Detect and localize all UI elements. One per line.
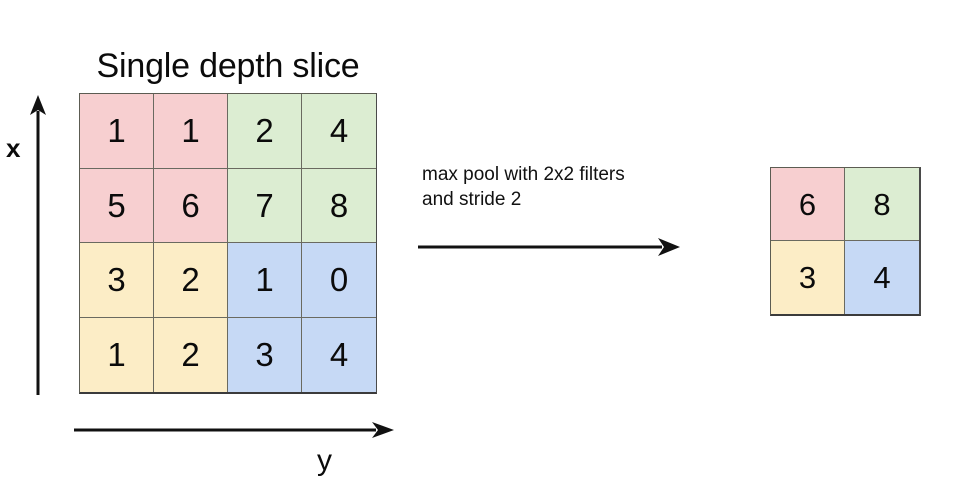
input-cell-value: 3 (255, 336, 274, 374)
input-cell: 2 (228, 94, 302, 169)
arrow-right-icon (418, 238, 680, 256)
axis-label-y: y (317, 444, 332, 477)
input-cell-value: 1 (255, 261, 274, 299)
input-cell-value: 6 (181, 186, 200, 224)
output-cell: 6 (771, 168, 845, 241)
input-cell-value: 1 (107, 336, 126, 374)
input-feature-map-grid: 1 1 2 4 5 6 7 8 3 2 1 0 1 2 3 4 (79, 93, 377, 394)
input-cell-value: 4 (329, 336, 349, 374)
input-cell-value: 1 (107, 112, 126, 150)
input-cell: 5 (80, 168, 154, 243)
input-cell: 1 (228, 243, 302, 318)
input-cell-value: 8 (329, 186, 349, 224)
output-cell-value: 4 (873, 260, 891, 295)
input-cell-value: 2 (255, 112, 274, 150)
input-cell: 8 (302, 168, 376, 243)
input-cell-value: 5 (107, 186, 126, 224)
arrow-up-icon (30, 95, 46, 395)
input-cell-value: 3 (107, 261, 126, 299)
input-cell: 3 (80, 243, 154, 318)
arrow-right-icon (74, 422, 394, 438)
input-cell: 2 (154, 243, 228, 318)
input-cell: 1 (80, 94, 154, 169)
input-cell: 1 (154, 94, 228, 169)
input-cell: 4 (302, 94, 376, 169)
input-cell: 2 (154, 317, 228, 392)
output-cell: 4 (845, 241, 919, 314)
input-cell: 1 (80, 317, 154, 392)
input-cell-value: 1 (181, 112, 200, 150)
input-cell: 4 (302, 317, 376, 392)
input-cell-value: 2 (181, 261, 200, 299)
transform-caption: max pool with 2x2 filters and stride 2 (422, 164, 625, 210)
input-cell: 7 (228, 168, 302, 243)
input-cell: 6 (154, 168, 228, 243)
output-cell-value: 6 (798, 186, 817, 222)
page-title: Single depth slice (96, 47, 360, 85)
input-cell-value: 2 (181, 336, 200, 374)
output-cell: 3 (771, 241, 845, 314)
output-cell-value: 3 (798, 260, 817, 295)
input-cell-value: 7 (255, 186, 274, 224)
input-cell-value: 0 (329, 261, 349, 299)
input-cell: 0 (302, 243, 376, 318)
output-cell: 8 (845, 168, 919, 241)
output-cell-value: 8 (873, 186, 891, 222)
axis-label-x: x (6, 133, 21, 163)
output-feature-map-grid: 6 8 3 4 (770, 167, 921, 316)
input-cell: 3 (228, 317, 302, 392)
input-cell-value: 4 (329, 112, 349, 150)
